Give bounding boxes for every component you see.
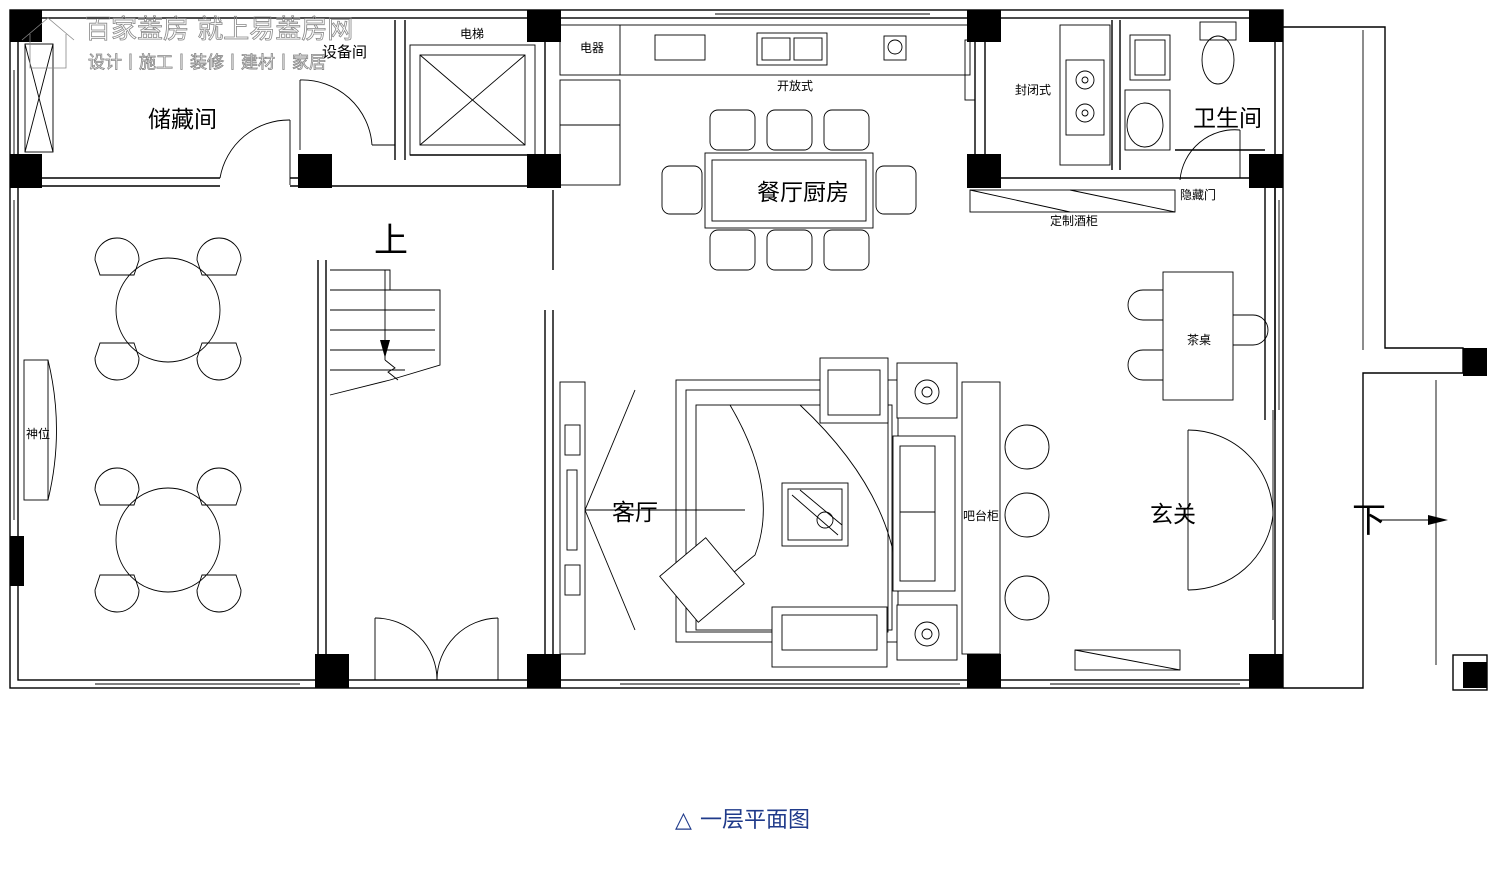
label-hidden-door: 隐藏门 — [1180, 187, 1216, 202]
living-room-furniture — [559, 357, 1050, 668]
shrine-cabinet — [23, 359, 57, 501]
label-storage: 储藏间 — [148, 107, 217, 133]
label-stair-down: 下 — [1352, 501, 1386, 541]
label-closed-kitchen: 封闭式 — [1015, 83, 1051, 97]
elevator — [409, 44, 536, 156]
watermark: 百家蓋房 就上易蓋房网 设计丨施工丨装修丨建材丨家居 — [21, 15, 354, 73]
caption-title: 一层平面图 — [700, 808, 810, 833]
dining-set — [661, 109, 917, 271]
closed-kitchen — [969, 24, 1176, 213]
staircase — [329, 269, 441, 396]
label-entrance: 玄关 — [1150, 502, 1196, 528]
label-bathroom: 卫生间 — [1193, 106, 1262, 132]
room-labels: 储藏间 设备间 电梯 电器 开放式 封闭式 卫生间 餐厅厨房 定制酒柜 隐藏门 … — [26, 27, 1386, 541]
windows — [13, 13, 1280, 685]
round-tables — [94, 237, 242, 613]
entrance-furniture — [1074, 271, 1448, 671]
label-elevator: 电梯 — [460, 27, 484, 41]
caption-triangle-icon: △ — [675, 808, 692, 833]
label-living-room: 客厅 — [612, 500, 658, 526]
label-dining-kitchen: 餐厅厨房 — [757, 180, 849, 206]
double-door — [374, 617, 499, 681]
label-stair-up: 上 — [374, 221, 408, 261]
label-open-kitchen: 开放式 — [777, 78, 813, 93]
label-shrine: 神位 — [26, 426, 50, 441]
watermark-line2: 设计丨施工丨装修丨建材丨家居 — [88, 53, 326, 73]
label-bar-cabinet: 吧台柜 — [963, 508, 999, 523]
watermark-house-icon — [21, 17, 75, 69]
caption: △ 一层平面图 — [675, 808, 810, 833]
watermark-line1: 百家蓋房 就上易蓋房网 — [85, 15, 353, 45]
bathroom-fixtures — [1124, 21, 1241, 181]
label-equipment: 设备间 — [322, 43, 367, 61]
label-wine-cabinet: 定制酒柜 — [1050, 213, 1098, 228]
kitchen-counters — [559, 24, 976, 186]
label-tea-table: 茶桌 — [1187, 332, 1211, 347]
label-appliance: 电器 — [580, 41, 604, 55]
